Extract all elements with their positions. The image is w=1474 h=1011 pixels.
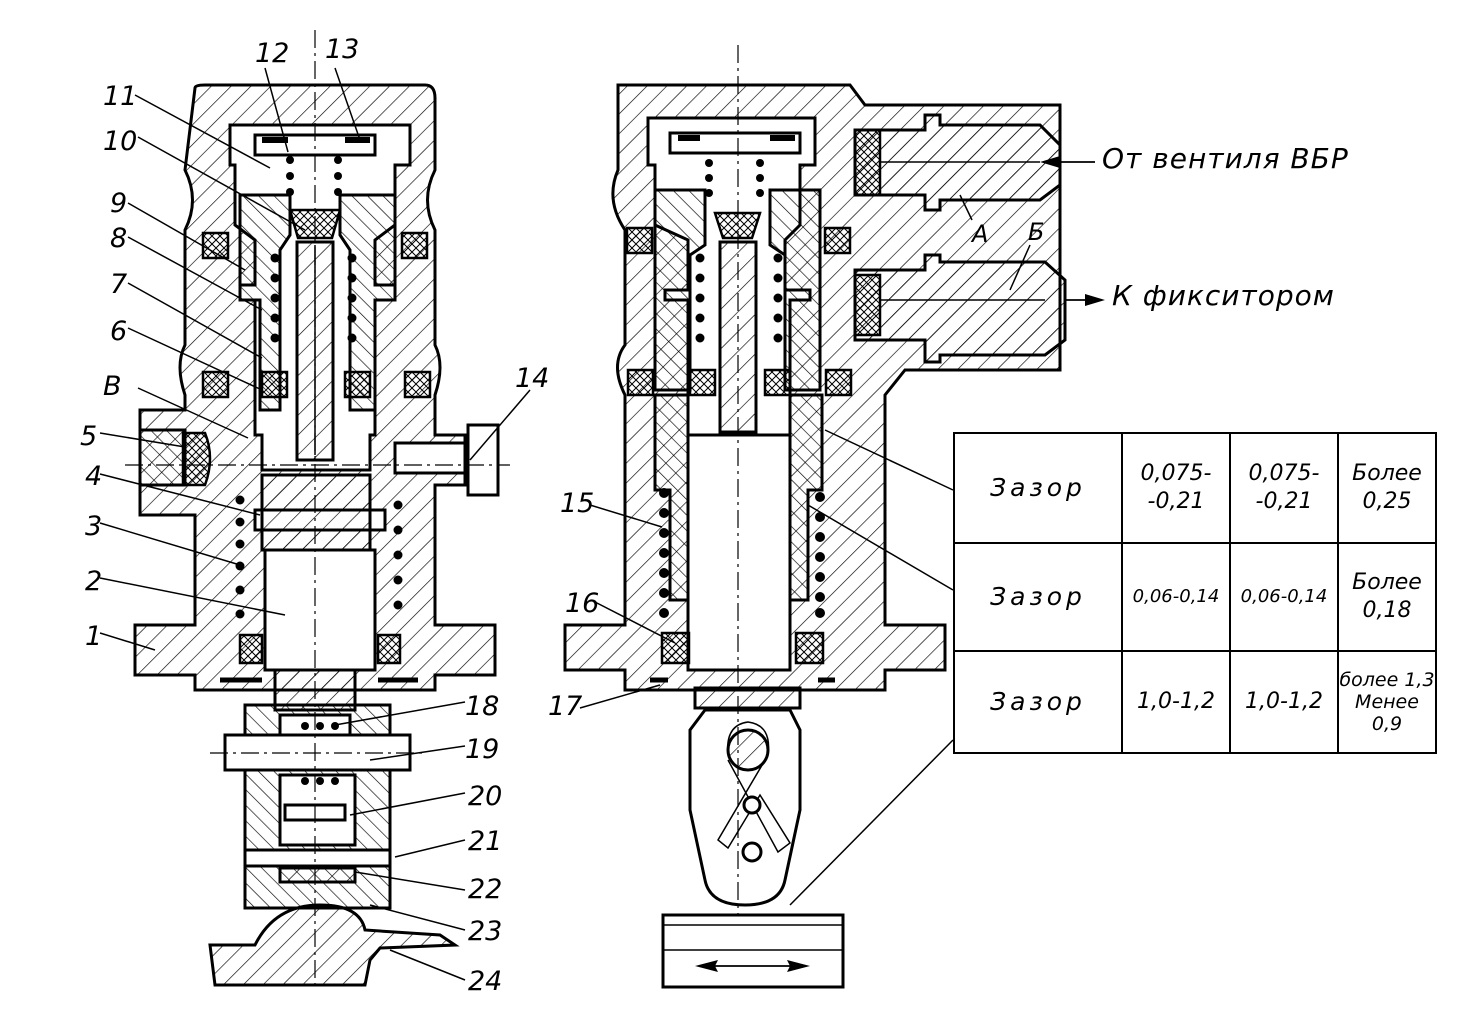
callout-5: 5 <box>80 421 97 452</box>
upper-spring-right <box>695 159 783 343</box>
plug-5 <box>138 428 187 487</box>
nominal-clearance: 0,075- -0,21 <box>1121 432 1231 544</box>
callout-23: 23 <box>468 916 502 947</box>
callout-10: 10 <box>103 126 137 157</box>
sleeve-right <box>788 393 824 602</box>
callout-3: 3 <box>85 511 102 542</box>
callout-4: 4 <box>85 461 102 492</box>
nominal-clearance: 0,06-0,14 <box>1229 542 1339 652</box>
callout-7: 7 <box>110 269 127 300</box>
nominal-clearance: 1,0-1,2 <box>1121 650 1231 754</box>
o-ring-seal <box>343 370 372 399</box>
valve-piston-right-view-2 <box>768 188 822 392</box>
o-ring-seal <box>403 370 432 399</box>
o-ring-seal <box>688 368 717 397</box>
table-row: Зазор 0,06-0,14 0,06-0,14 Более 0,18 <box>953 542 1437 652</box>
lower-seal <box>794 631 825 665</box>
callout-14: 14 <box>515 363 549 394</box>
callout-21: 21 <box>468 826 502 857</box>
o-ring-seal <box>763 368 792 397</box>
callout-2: 2 <box>85 566 102 597</box>
lower-seal <box>660 631 691 665</box>
row-label: Зазор <box>953 432 1123 544</box>
callout-24: 24 <box>468 966 502 997</box>
lower-seal <box>238 633 264 665</box>
return-spring-right <box>659 488 825 618</box>
callout-17: 17 <box>548 691 582 722</box>
inlet-arrow-icon <box>1040 156 1095 168</box>
piston-bore-right <box>686 433 792 672</box>
rod-right <box>693 686 802 710</box>
port-label-B: Б <box>1028 218 1044 246</box>
callout-labels: 1 2 3 4 5 В 6 7 8 9 10 11 12 13 14 15 16… <box>80 34 1349 997</box>
double-arrow-icon <box>695 960 810 972</box>
table-row: Зазор 0,075- -0,21 0,075- -0,21 Более 0,… <box>953 432 1437 544</box>
cam-24 <box>208 903 460 987</box>
callout-6: 6 <box>110 316 127 347</box>
callout-18: 18 <box>465 691 499 722</box>
table-row: Зазор 1,0-1,2 1,0-1,2 более 1,3 Менее 0,… <box>953 650 1437 754</box>
row-label: Зазор <box>953 542 1123 652</box>
o-ring-seal <box>823 226 852 255</box>
outlet-flow-label: К фикситором <box>1112 279 1335 312</box>
filter-plug <box>181 431 212 487</box>
nominal-clearance: 1,0-1,2 <box>1229 650 1339 754</box>
callout-9: 9 <box>110 188 127 219</box>
piston-bore <box>263 548 377 672</box>
pin-21 <box>243 848 392 868</box>
callout-8: 8 <box>110 223 127 254</box>
clearance-table: Зазор 0,075- -0,21 0,075- -0,21 Более 0,… <box>953 432 1437 754</box>
o-ring-seal <box>626 368 655 397</box>
o-ring-seal <box>400 231 429 260</box>
o-ring-seal <box>625 226 654 255</box>
callout-22: 22 <box>468 874 502 905</box>
row-label: Зазор <box>953 650 1123 754</box>
o-ring-seal <box>201 231 230 260</box>
return-spring <box>235 495 403 619</box>
upper-spring <box>286 156 342 196</box>
valve-piston-right <box>338 193 397 412</box>
spring-clip <box>717 721 792 854</box>
right-section-view <box>563 45 1105 989</box>
left-section-view <box>125 30 510 990</box>
port-label-A: А <box>970 220 988 248</box>
callout-12: 12 <box>255 38 289 69</box>
valve-piston-right-view <box>653 188 707 392</box>
middle-spring <box>270 253 357 343</box>
callout-B: В <box>103 371 122 402</box>
filter-outlet <box>853 273 882 337</box>
bolt-head <box>466 423 500 497</box>
callout-16: 16 <box>565 588 599 619</box>
latch-spring <box>301 722 339 785</box>
sleeve-left <box>653 393 690 602</box>
callout-15: 15 <box>560 488 594 519</box>
callout-20: 20 <box>468 781 502 812</box>
piston-2 <box>260 473 372 552</box>
bolt-14 <box>393 441 467 475</box>
callout-13: 13 <box>325 34 359 65</box>
filter-inlet <box>853 128 882 197</box>
limit-clearance: Более 0,18 <box>1337 542 1437 652</box>
fork-hole <box>741 841 763 863</box>
inlet-flow-label: От вентиля ВБР <box>1102 142 1349 175</box>
callout-11: 11 <box>103 81 137 112</box>
lower-seal <box>376 633 402 665</box>
o-ring-seal <box>260 370 289 399</box>
nominal-clearance: 0,075- -0,21 <box>1229 432 1339 544</box>
outlet-arrow-icon <box>1065 294 1105 306</box>
leader-lines <box>99 67 1031 981</box>
clip-pivot <box>742 795 762 815</box>
o-ring-seal <box>824 368 853 397</box>
slide-bar <box>661 913 845 989</box>
o-ring-seal <box>201 370 230 399</box>
top-plate-right <box>668 131 802 155</box>
fitting-outlet <box>853 253 1067 364</box>
insert-22 <box>278 866 357 884</box>
limit-clearance: более 1,3 Менее 0,9 <box>1337 650 1437 754</box>
limit-clearance: Более 0,25 <box>1337 432 1437 544</box>
valve-piston <box>238 193 292 412</box>
callout-19: 19 <box>465 734 499 765</box>
nominal-clearance: 0,06-0,14 <box>1121 542 1231 652</box>
callout-1: 1 <box>85 621 102 652</box>
